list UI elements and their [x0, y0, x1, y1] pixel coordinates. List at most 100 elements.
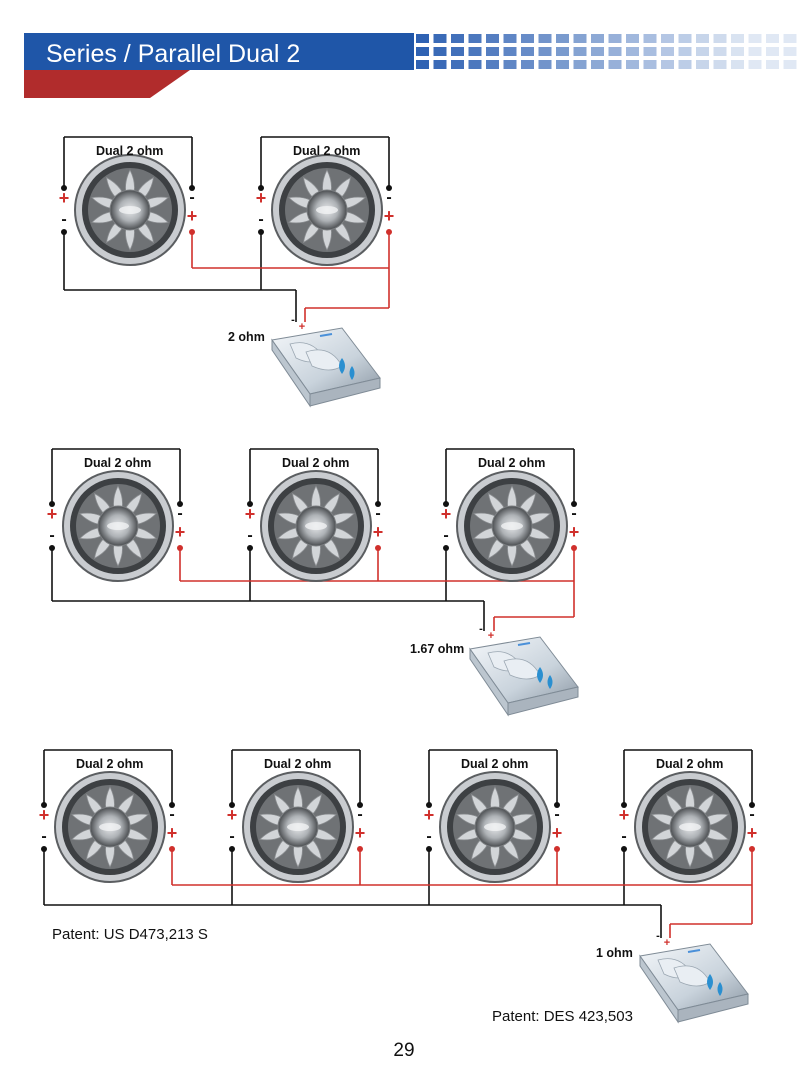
speaker-label: Dual 2 ohm [96, 144, 164, 158]
terminal-dot [554, 802, 560, 808]
terminal-dot [41, 846, 47, 852]
terminal-dot [621, 802, 627, 808]
speaker-label: Dual 2 ohm [84, 456, 152, 470]
header-tile [468, 47, 482, 56]
header-tile [661, 34, 674, 43]
subwoofer-icon [456, 470, 568, 582]
terminal-plus: + [424, 805, 435, 825]
header-tile [451, 60, 464, 69]
subwoofer-icon [74, 154, 186, 266]
header-tile-pattern [416, 34, 797, 69]
header-tile [626, 60, 639, 69]
terminal-dot [49, 501, 55, 507]
header-tile [643, 34, 657, 43]
terminal-minus: - [554, 806, 559, 823]
wire-layer [43, 136, 753, 938]
header-tile [696, 60, 709, 69]
terminal-plus: + [175, 522, 186, 542]
amp-terminal-plus: + [299, 321, 305, 333]
amplifier-patent: Patent: DES 423,503 [492, 1008, 633, 1025]
terminal-dot [189, 229, 195, 235]
terminal-dot [258, 229, 264, 235]
terminal-dot [169, 846, 175, 852]
header-tile [433, 34, 447, 43]
device-layer [41, 154, 755, 1023]
amplifier-icon [469, 636, 579, 716]
terminal-plus: + [569, 522, 580, 542]
header-tile [591, 34, 604, 43]
terminal-plus: + [619, 805, 630, 825]
header-tile [433, 60, 447, 69]
header-tile [521, 47, 534, 56]
subwoofer-icon [271, 154, 383, 266]
header-tile [416, 60, 429, 69]
terminal-dot [61, 229, 67, 235]
header-tile [696, 34, 709, 43]
terminal-dot [375, 545, 381, 551]
amp-terminal-plus: + [664, 937, 670, 949]
header-tile [591, 60, 604, 69]
header-tile [696, 47, 709, 56]
terminal-minus: - [426, 828, 431, 845]
terminal-plus: + [245, 504, 256, 524]
header-tile [783, 34, 797, 43]
terminal-plus: + [373, 522, 384, 542]
terminal-plus: + [747, 823, 758, 843]
amp-terminal-plus: + [488, 630, 494, 642]
amplifier-impedance-label: 1 ohm [596, 946, 633, 960]
terminal-dot [258, 185, 264, 191]
terminal-dot [375, 501, 381, 507]
terminal-minus: - [357, 806, 362, 823]
terminal-minus: - [386, 189, 391, 206]
subwoofer-icon [54, 771, 166, 883]
header-tile [748, 34, 762, 43]
header-tile [556, 60, 569, 69]
terminal-minus: - [189, 189, 194, 206]
terminal-dot [426, 802, 432, 808]
speaker-label: Dual 2 ohm [461, 757, 529, 771]
header-tile [538, 60, 552, 69]
header-tile [678, 60, 692, 69]
terminal-dot [386, 185, 392, 191]
header-tile [556, 34, 569, 43]
header-tile [521, 60, 534, 69]
header-tile [626, 34, 639, 43]
header-tile [731, 47, 744, 56]
speaker-label: Dual 2 ohm [656, 757, 724, 771]
terminal-dot [169, 802, 175, 808]
terminal-dot [443, 501, 449, 507]
header-blue-bar [24, 33, 414, 70]
terminal-minus: - [41, 828, 46, 845]
page-number: 29 [393, 1040, 415, 1061]
header-tile [661, 60, 674, 69]
terminal-dot [571, 501, 577, 507]
header-tile [503, 47, 517, 56]
terminal-plus: + [441, 504, 452, 524]
terminal-dot [177, 545, 183, 551]
subwoofer-icon [260, 470, 372, 582]
terminal-plus: + [355, 823, 366, 843]
header-tile [538, 34, 552, 43]
subwoofer-icon [634, 771, 746, 883]
terminal-dot [749, 802, 755, 808]
speaker-label: Dual 2 ohm [76, 757, 144, 771]
header-tile [643, 60, 657, 69]
header-tile [573, 47, 587, 56]
header-tile [416, 34, 429, 43]
header-tile [433, 47, 447, 56]
amp-terminal-minus: - [479, 623, 483, 635]
terminal-dot [229, 846, 235, 852]
header-tile [608, 34, 622, 43]
terminal-minus: - [375, 505, 380, 522]
terminal-dot [357, 846, 363, 852]
speaker-label: Dual 2 ohm [282, 456, 350, 470]
terminal-dot [443, 545, 449, 551]
header-tile [468, 60, 482, 69]
terminal-dot [554, 846, 560, 852]
terminal-plus: + [552, 823, 563, 843]
subwoofer-icon [242, 771, 354, 883]
header-tile [713, 60, 727, 69]
header-tile [766, 60, 779, 69]
terminal-dot [571, 545, 577, 551]
header-tile [766, 47, 779, 56]
